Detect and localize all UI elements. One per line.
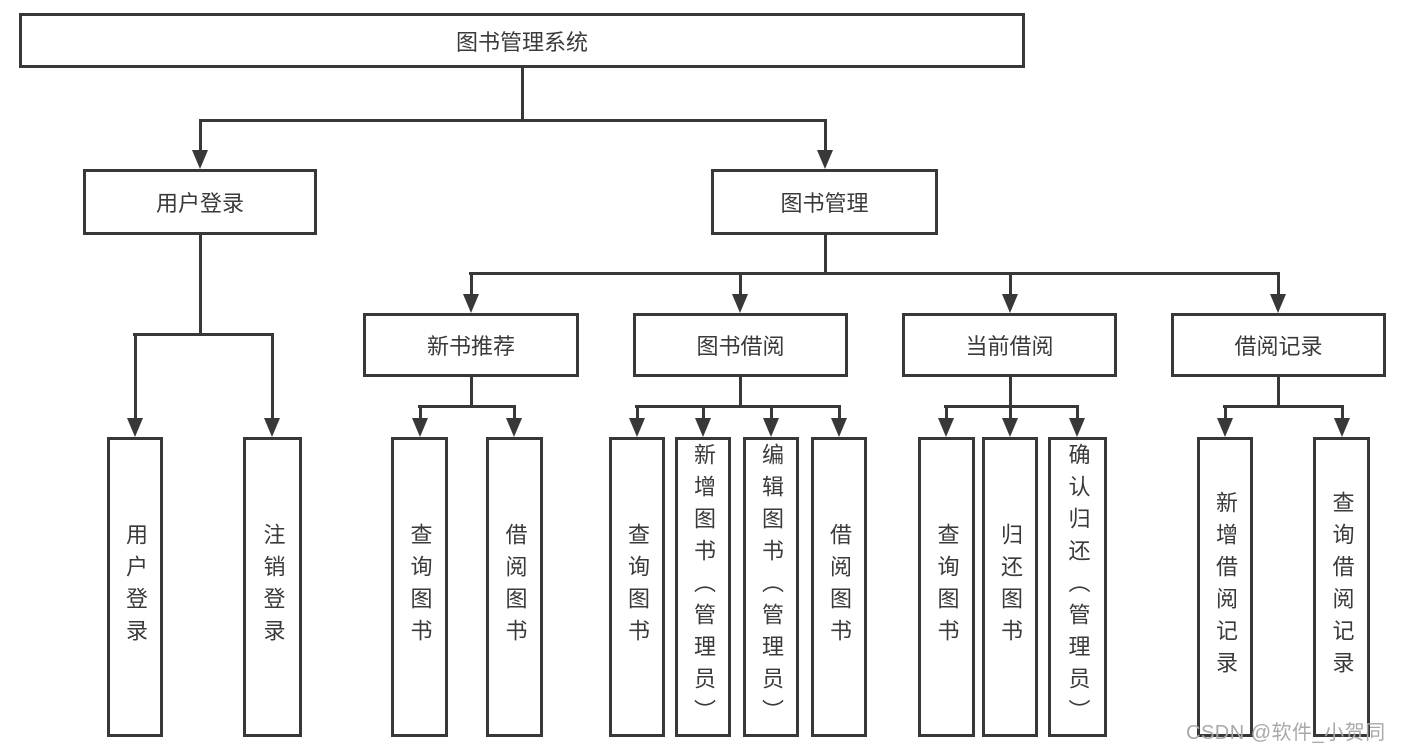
connector-drop	[837, 405, 841, 425]
node-current-borrow: 当前借阅	[902, 313, 1117, 377]
connector-stem	[469, 377, 473, 408]
arrowhead-down-icon	[264, 418, 280, 437]
connector-drop	[512, 405, 516, 425]
node-book-management: 图书管理	[711, 169, 938, 235]
connector-drop	[1008, 272, 1012, 301]
connector-drop	[418, 405, 422, 425]
leaf-return-books: 归还图书	[982, 437, 1038, 737]
connector-drop	[944, 405, 948, 425]
connector-drop	[1340, 405, 1344, 425]
arrowhead-down-icon	[732, 294, 748, 313]
arrowhead-down-icon	[412, 418, 428, 437]
connector-stem	[198, 235, 202, 336]
arrowhead-down-icon	[1334, 418, 1350, 437]
arrowhead-down-icon	[1270, 294, 1286, 313]
arrowhead-down-icon	[695, 418, 711, 437]
arrowhead-down-icon	[938, 418, 954, 437]
arrowhead-down-icon	[1002, 418, 1018, 437]
leaf-add-borrow-record: 新增借阅记录	[1197, 437, 1253, 737]
leaf-query-books-borrow: 查询图书	[609, 437, 665, 737]
connector-drop	[1223, 405, 1227, 425]
connector-drop	[635, 405, 639, 425]
leaf-add-books-admin: 新增图书（管理员）	[675, 437, 731, 737]
arrowhead-down-icon	[1069, 418, 1085, 437]
connector-bar	[133, 333, 274, 336]
node-book-borrow: 图书借阅	[633, 313, 848, 377]
connector-drop	[738, 272, 742, 301]
leaf-borrow-books-recommend: 借阅图书	[486, 437, 543, 737]
connector-drop	[270, 333, 274, 425]
watermark: CSDN @软件_小贺同学	[1186, 722, 1386, 744]
arrowhead-down-icon	[1002, 294, 1018, 313]
arrowhead-down-icon	[817, 150, 833, 169]
connector-drop	[823, 119, 827, 157]
arrowhead-down-icon	[463, 294, 479, 313]
connector-bar	[199, 119, 827, 122]
connector-drop	[1075, 405, 1079, 425]
connector-stem	[1276, 377, 1280, 408]
connector-stem	[520, 67, 524, 121]
node-user-login: 用户登录	[83, 169, 317, 235]
leaf-query-books-current: 查询图书	[918, 437, 975, 737]
leaf-user-login: 用户登录	[107, 437, 163, 737]
arrowhead-down-icon	[506, 418, 522, 437]
arrowhead-down-icon	[127, 418, 143, 437]
arrowhead-down-icon	[763, 418, 779, 437]
connector-stem	[823, 235, 827, 275]
node-new-book-recommend: 新书推荐	[363, 313, 579, 377]
connector-bar	[418, 405, 516, 408]
arrowhead-down-icon	[1217, 418, 1233, 437]
connector-drop	[469, 272, 473, 301]
connector-stem	[1008, 377, 1012, 408]
arrowhead-down-icon	[192, 150, 208, 169]
leaf-query-borrow-record: 查询借阅记录	[1313, 437, 1370, 737]
connector-drop	[198, 119, 202, 157]
arrowhead-down-icon	[831, 418, 847, 437]
leaf-borrow-books: 借阅图书	[811, 437, 867, 737]
connector-drop	[133, 333, 137, 425]
arrowhead-down-icon	[629, 418, 645, 437]
connector-drop	[701, 405, 705, 425]
connector-bar	[1223, 405, 1344, 408]
leaf-edit-books-admin: 编辑图书（管理员）	[743, 437, 799, 737]
node-borrow-records: 借阅记录	[1171, 313, 1386, 377]
connector-drop	[769, 405, 773, 425]
leaf-logout: 注销登录	[243, 437, 302, 737]
connector-stem	[738, 377, 742, 408]
connector-bar	[469, 272, 1280, 275]
connector-bar	[944, 405, 1079, 408]
leaf-query-books-recommend: 查询图书	[391, 437, 448, 737]
node-root: 图书管理系统	[19, 13, 1025, 68]
connector-drop	[1008, 405, 1012, 425]
leaf-confirm-return-admin: 确认归还（管理员）	[1048, 437, 1107, 737]
connector-drop	[1276, 272, 1280, 301]
connector-bar	[635, 405, 841, 408]
